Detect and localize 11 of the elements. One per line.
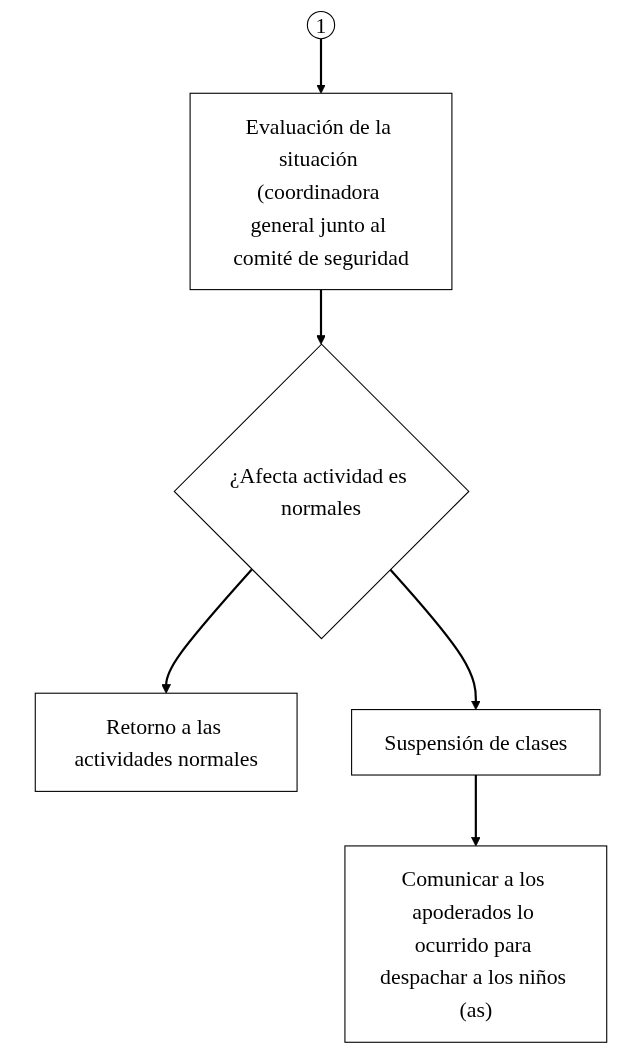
arrow	[161, 568, 253, 694]
arrow	[471, 775, 481, 847]
node-box: Suspensión de clases	[351, 709, 601, 776]
arrow	[316, 38, 326, 94]
node-circle: 1	[306, 10, 336, 40]
arrow	[316, 289, 326, 345]
node-box: Evaluación de la situación (coordinadora general junto al comité de seguridad	[189, 92, 453, 291]
node-box: Retorno a las actividades normales	[34, 692, 298, 792]
node-box: Comunicar a los apoderados lo ocurrido para despachar a los niños (as)	[344, 845, 608, 1043]
arrow	[389, 568, 481, 710]
node-diamond: ¿Afecta actividad es normales	[173, 343, 470, 640]
